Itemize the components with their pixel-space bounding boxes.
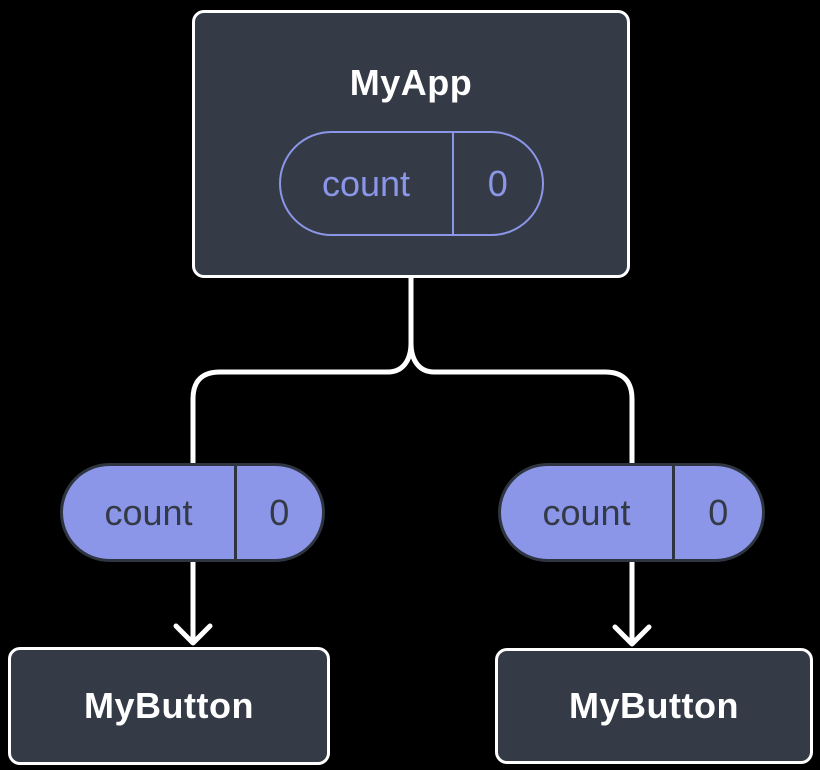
- node-myapp: MyApp count 0: [192, 10, 630, 278]
- prop-pill-right: count 0: [498, 463, 765, 562]
- arrow-down-left-icon: [173, 557, 213, 646]
- connector-branch-left: [190, 340, 414, 468]
- node-mybutton-left-title: MyButton: [84, 685, 254, 726]
- prop-pill-left-name: count: [104, 491, 193, 533]
- prop-pill-right-name: count: [542, 491, 631, 533]
- connector-branch-right: [408, 340, 635, 468]
- arrow-down-right-icon: [612, 557, 652, 647]
- state-pill-root-value: 0: [487, 162, 508, 204]
- prop-pill-right-value: 0: [708, 491, 729, 533]
- prop-pill-right-divider: [672, 466, 675, 559]
- node-mybutton-right-title: MyButton: [569, 685, 739, 726]
- node-mybutton-left: MyButton: [8, 647, 330, 765]
- node-myapp-title: MyApp: [349, 62, 473, 103]
- prop-pill-left: count 0: [60, 463, 325, 562]
- node-mybutton-right: MyButton: [495, 648, 813, 764]
- state-pill-root-name: count: [321, 162, 411, 204]
- state-pill-root: count 0: [278, 131, 544, 236]
- state-pill-root-divider: [451, 133, 454, 234]
- prop-pill-left-value: 0: [269, 491, 290, 533]
- prop-pill-left-divider: [234, 466, 237, 559]
